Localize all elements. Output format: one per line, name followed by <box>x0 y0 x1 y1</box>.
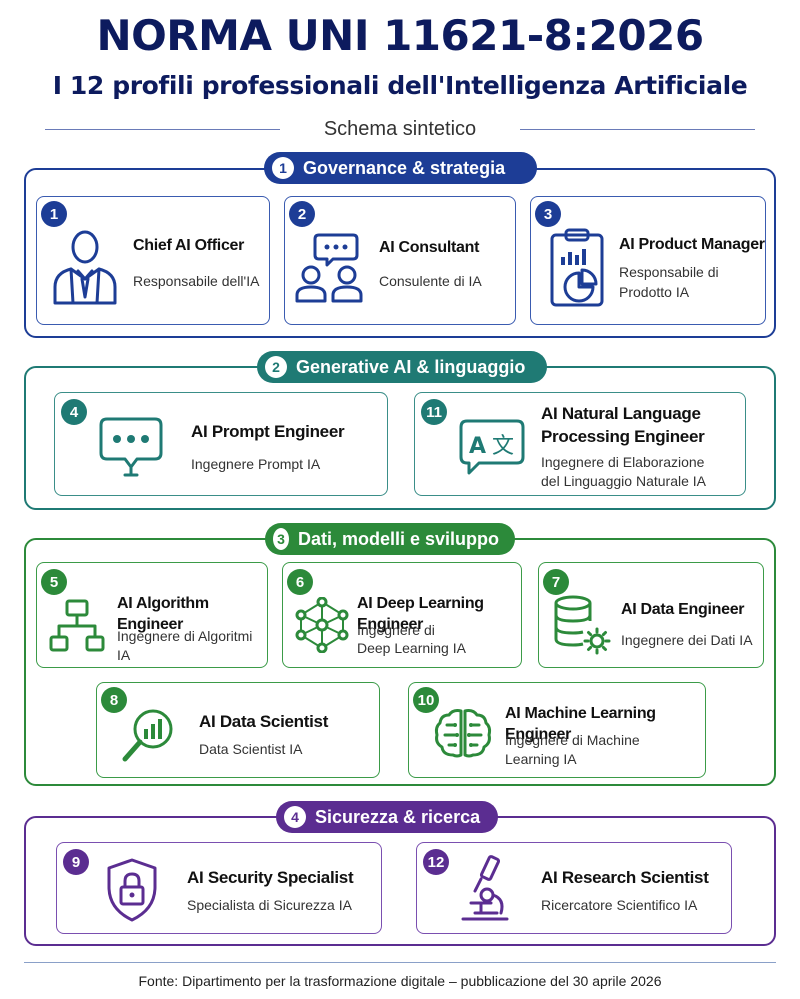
profile-subtitle: Data Scientist IA <box>199 741 303 757</box>
profile-title: AI Research Scientist <box>541 868 709 887</box>
profile-title: AI Algorithm Engineer <box>117 595 209 633</box>
profile-subtitle-line2: del Linguaggio Naturale IA <box>541 473 707 489</box>
neural-network-icon <box>295 597 349 653</box>
magnifier-chart-icon <box>122 709 173 762</box>
executive-person-icon <box>53 230 117 305</box>
profile-subtitle: Ingegnere dei Dati IA <box>621 632 753 648</box>
section-number: 2 <box>265 356 287 378</box>
profile-subtitle: Ricercatore Scientifico IA <box>541 897 698 913</box>
section-number: 3 <box>273 528 289 550</box>
profile-number-badge: 7 <box>543 569 569 595</box>
profile-card-ai-data-engineer[interactable]: 7 AI Data Engineer Ingegnere dei Dati IA <box>538 562 764 668</box>
profile-title: AI Prompt Engineer <box>191 422 345 441</box>
clipboard-chart-icon <box>550 228 604 307</box>
schema-heading: Schema sintetico <box>45 116 755 142</box>
profile-title: AI Deep Learning Engineer <box>357 595 484 633</box>
profile-number-badge: 1 <box>41 201 67 227</box>
svg-text:文: 文 <box>492 434 514 459</box>
profile-card-ai-data-scientist[interactable]: 8 AI Data Scientist Data Scientist IA <box>96 682 380 778</box>
profile-number-badge: 4 <box>61 399 87 425</box>
section-pill-governance: 1 Governance & strategia <box>264 152 537 184</box>
profile-card-ai-product-manager[interactable]: 3 AI Product Manager Responsabile di Pro… <box>530 196 766 325</box>
profile-card-ai-prompt-engineer[interactable]: 4 AI Prompt Engineer Ingegnere Prompt IA <box>54 392 388 496</box>
profile-number-badge: 10 <box>413 687 439 713</box>
flowchart-icon <box>49 599 105 652</box>
profile-card-ai-nlp-engineer[interactable]: 11 A 文 AI Natural Language Processing En… <box>414 392 746 496</box>
profile-card-ai-research-scientist[interactable]: 12 AI Research Scientist Ricercatore Sci… <box>416 842 732 934</box>
schema-label: Schema sintetico <box>323 118 477 140</box>
translate-icon: A 文 <box>459 419 525 475</box>
profile-number-badge: 5 <box>41 569 67 595</box>
profile-subtitle: Specialista di Sicurezza IA <box>187 897 352 913</box>
profile-subtitle: Ingegnere Prompt IA <box>191 456 321 472</box>
profile-subtitle-line2: Prodotto IA <box>619 284 690 300</box>
profile-subtitle-line1: Ingegnere di <box>357 622 435 638</box>
section-pill-generative: 2 Generative AI & linguaggio <box>257 351 547 383</box>
database-gear-icon <box>554 595 611 655</box>
profile-card-ai-machine-learning-engineer[interactable]: 10 AI Machine Learning Engineer Ingegner… <box>408 682 706 778</box>
profile-card-ai-deep-learning-engineer[interactable]: 6 AI Deep Learning Engineer Ingegnere di… <box>282 562 522 668</box>
profile-number-badge: 12 <box>423 849 449 875</box>
section-number: 4 <box>284 806 306 828</box>
divider-right <box>520 129 755 130</box>
profile-card-ai-security-specialist[interactable]: 9 AI Security Specialist Specialista di … <box>56 842 382 934</box>
svg-text:A: A <box>469 434 486 459</box>
divider-left <box>45 129 280 130</box>
profile-subtitle-line2: Learning IA <box>505 751 577 767</box>
profile-subtitle-line1: Ingegnere di Elaborazione <box>541 454 705 470</box>
page-title: NORMA UNI 11621-8:2026 <box>96 11 704 60</box>
section-label: Governance & strategia <box>303 157 506 178</box>
footer-source: Fonte: Dipartimento per la trasformazion… <box>138 973 662 989</box>
profile-title: AI Consultant <box>379 239 480 256</box>
section-label: Generative AI & linguaggio <box>296 356 526 377</box>
profile-card-ai-consultant[interactable]: 2 AI Consultant Consulente di IA <box>284 196 516 325</box>
prompt-bubble-icon <box>99 417 163 477</box>
section-label: Sicurezza & ricerca <box>315 806 481 827</box>
profile-subtitle: Consulente di IA <box>379 273 482 289</box>
section-label: Dati, modelli e sviluppo <box>297 528 499 549</box>
profile-subtitle-line1: Responsabile di <box>619 264 719 280</box>
profile-number-badge: 6 <box>287 569 313 595</box>
microscope-icon <box>461 855 509 921</box>
profile-number-badge: 9 <box>63 849 89 875</box>
profile-number-badge: 3 <box>535 201 561 227</box>
section-pill-security: 4 Sicurezza & ricerca <box>276 801 498 833</box>
profile-subtitle: Ingegnere di Algoritmi IA <box>117 628 253 663</box>
profile-title: AI Data Engineer <box>621 601 745 618</box>
footer-divider <box>24 962 776 963</box>
profile-number-badge: 2 <box>289 201 315 227</box>
profile-title: AI Security Specialist <box>187 868 354 887</box>
profile-number-badge: 8 <box>101 687 127 713</box>
profile-card-chief-ai-officer[interactable]: 1 Chief AI Officer Responsabile dell'IA <box>36 196 270 325</box>
brain-circuit-icon <box>434 709 492 758</box>
section-pill-data: 3 Dati, modelli e sviluppo <box>265 523 515 555</box>
profile-subtitle-line2: Deep Learning IA <box>357 640 466 656</box>
consultant-chat-icon <box>295 233 363 303</box>
profile-title: Chief AI Officer <box>133 237 245 254</box>
shield-lock-icon <box>107 858 157 922</box>
profile-card-ai-algorithm-engineer[interactable]: 5 AI Algorithm Engineer Ingegnere di Alg… <box>36 562 268 668</box>
profile-title: AI Product Manager <box>619 236 765 253</box>
section-number: 1 <box>272 157 294 179</box>
profile-title: AI Machine Learning Engineer <box>505 705 656 743</box>
profile-subtitle: Responsabile dell'IA <box>133 273 260 289</box>
profile-title: AI Data Scientist <box>199 712 329 731</box>
profile-title-line1: AI Natural Language <box>541 404 701 423</box>
profile-title-line2: Processing Engineer <box>541 427 705 446</box>
page-subtitle: I 12 profili professionali dell'Intellig… <box>52 71 748 100</box>
profile-subtitle-line1: Ingegnere di Machine <box>505 732 640 748</box>
profile-number-badge: 11 <box>421 399 447 425</box>
